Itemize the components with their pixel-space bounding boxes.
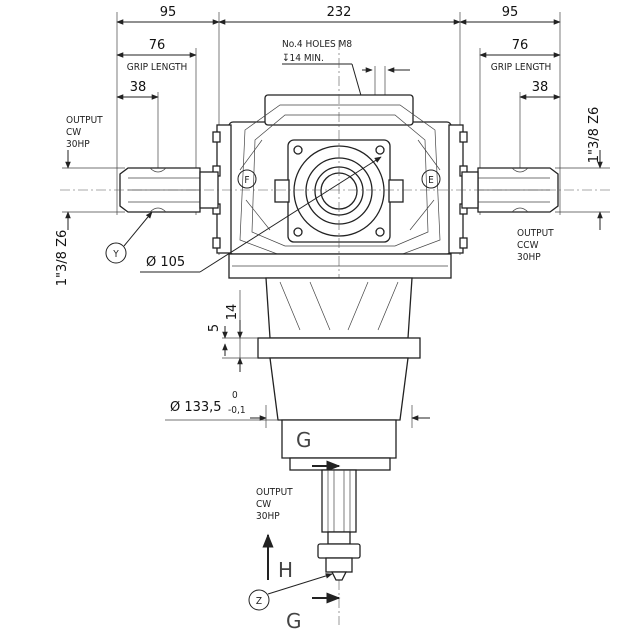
face-e-circle xyxy=(421,169,441,189)
bottom-output-title: OUTPUT xyxy=(256,487,293,498)
bottom-output-direction: CW xyxy=(256,499,271,510)
dim-right-spline: 38 xyxy=(532,80,549,95)
left-output-title: OUTPUT xyxy=(66,115,103,126)
callout-z-circle xyxy=(248,589,270,611)
face-e-label: E xyxy=(428,175,434,186)
grip-length-right-label: GRIP LENGTH xyxy=(491,62,551,73)
bottom-output-power: 30HP xyxy=(256,511,280,522)
face-f-circle xyxy=(237,169,257,189)
dim-left-spline: 38 xyxy=(130,80,147,95)
flange-tol-lower: -0,1 xyxy=(228,405,246,416)
flange-dia-dim xyxy=(165,405,430,428)
grip-length-left-label: GRIP LENGTH xyxy=(127,62,187,73)
callout-y-label: Y xyxy=(112,249,119,260)
section-g-bottom: G xyxy=(286,609,302,633)
flange-tol-upper: 0 xyxy=(232,390,238,401)
callout-z-leader xyxy=(267,573,333,595)
bore-diameter-label: Ø 105 xyxy=(146,255,185,270)
right-output-direction: CCW xyxy=(517,240,539,251)
bottom-output-shaft xyxy=(317,469,361,581)
holes-note-line2: ↧14 MIN. xyxy=(282,53,324,64)
dim-center-overall: 232 xyxy=(327,5,352,20)
left-output-direction: CW xyxy=(66,127,81,138)
bore-dia-leader-b xyxy=(199,156,382,273)
top-dimension-lines xyxy=(116,19,561,100)
flange-height-dims xyxy=(222,290,258,372)
section-g-top: G xyxy=(296,428,312,452)
dim-right-overall: 95 xyxy=(502,5,519,20)
flange-diameter-label: Ø 133,5 xyxy=(170,400,222,415)
face-f-label: F xyxy=(244,175,249,186)
left-shaft-spec: 1"3/8 Z6 xyxy=(55,230,70,286)
callout-y-leader xyxy=(123,211,153,247)
callout-z-label: Z xyxy=(256,596,262,607)
dim-left-grip: 76 xyxy=(149,38,166,53)
shaft-dia-extensions xyxy=(62,150,610,230)
right-shaft-spec: 1"3/8 Z6 xyxy=(587,107,602,163)
dim-14: 14 xyxy=(225,304,240,321)
callout-y-circle xyxy=(105,242,127,264)
holes-note-line1: No.4 HOLES M8 xyxy=(282,39,352,50)
view-h-label: H xyxy=(278,558,293,582)
left-output-power: 30HP xyxy=(66,139,90,150)
dim-5: 5 xyxy=(207,324,222,332)
right-output-title: OUTPUT xyxy=(517,228,554,239)
dim-left-overall: 95 xyxy=(160,5,177,20)
dim-right-grip: 76 xyxy=(512,38,529,53)
right-output-power: 30HP xyxy=(517,252,541,263)
lower-housing xyxy=(257,277,421,471)
